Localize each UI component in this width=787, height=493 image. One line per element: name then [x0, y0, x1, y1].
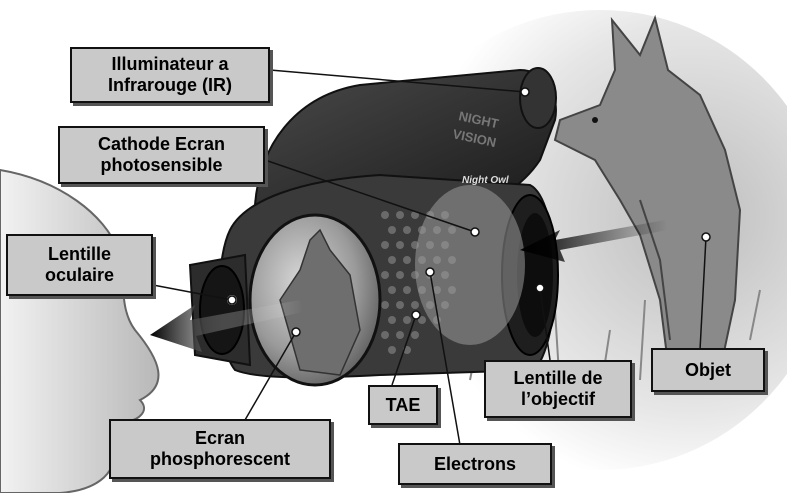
- label-electrons: Electrons: [398, 443, 552, 485]
- label-objet: Objet: [651, 348, 765, 392]
- photosensitive-screen: [415, 185, 525, 345]
- label-objet-line1: Objet: [685, 360, 731, 381]
- label-lentille-oculaire-line2: oculaire: [45, 265, 114, 286]
- label-cathode-ecran-line2: photosensible: [100, 155, 222, 176]
- label-cathode-ecran-line1: Cathode Ecran: [98, 134, 225, 155]
- label-ecran-phosphorescent-line2: phosphorescent: [150, 449, 290, 470]
- label-ecran-phosphorescent-line1: Ecran: [195, 428, 245, 449]
- label-illuminateur-ir: Illuminateur a Infrarouge (IR): [70, 47, 270, 103]
- label-cathode-ecran: Cathode Ecran photosensible: [58, 126, 265, 184]
- label-lentille-oculaire: Lentille oculaire: [6, 234, 153, 296]
- label-illuminateur-ir-line2: Infrarouge (IR): [108, 75, 232, 96]
- label-electrons-line1: Electrons: [434, 454, 516, 475]
- label-lentille-oculaire-line1: Lentille: [48, 244, 111, 265]
- label-tae-line1: TAE: [386, 395, 421, 416]
- label-lentille-objectif-line2: l’objectif: [521, 389, 595, 410]
- label-tae: TAE: [368, 385, 438, 425]
- device-logo: Night Owl: [462, 175, 509, 186]
- night-vision-device: NIGHT VISION Night Owl: [190, 68, 558, 385]
- eyepiece-lens: [200, 266, 244, 354]
- label-lentille-objectif-line1: Lentille de: [513, 368, 602, 389]
- label-lentille-objectif: Lentille de l’objectif: [484, 360, 632, 418]
- label-ecran-phosphorescent: Ecran phosphorescent: [109, 419, 331, 479]
- label-illuminateur-ir-line1: Illuminateur a: [111, 54, 228, 75]
